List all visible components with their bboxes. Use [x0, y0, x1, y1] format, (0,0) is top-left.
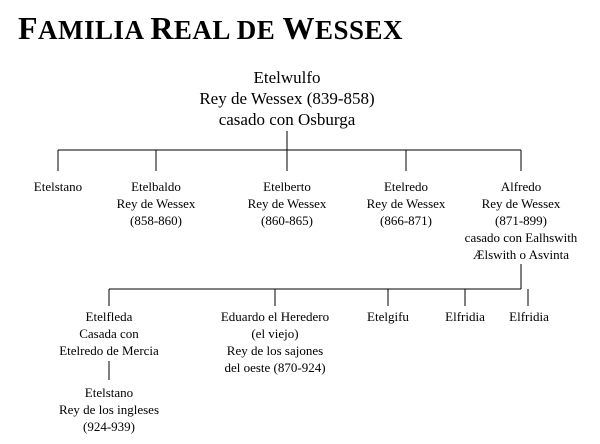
child-spouse: casado con Ealhswith: [464, 230, 578, 245]
child-title: Rey de Wessex: [366, 196, 446, 211]
child-name: Etelstano: [33, 179, 83, 194]
child-reign: (871-899): [495, 213, 547, 228]
grandchild-name: Etelfleda: [85, 309, 133, 324]
node-etelbaldo: Etelbaldo Rey de Wessex (858-860): [96, 178, 216, 229]
root-spouse: casado con Osburga: [218, 110, 356, 129]
child-name: Etelredo: [383, 179, 429, 194]
node-etelberto: Etelberto Rey de Wessex (860-865): [227, 178, 347, 229]
grandchild-name: Elfridia: [509, 309, 549, 324]
great-grandchild-reign: (924-939): [83, 419, 135, 434]
grandchild-line: Casada con: [79, 326, 139, 341]
node-elfridia-1: Elfridia: [430, 308, 500, 325]
child-title: Rey de Wessex: [116, 196, 196, 211]
node-etelgifu: Etelgifu: [348, 308, 428, 325]
node-alfredo: Alfredo Rey de Wessex (871-899) casado c…: [456, 178, 586, 263]
child-title: Rey de Wessex: [481, 196, 561, 211]
node-etelstano-child: Etelstano: [8, 178, 108, 195]
root-title: Rey de Wessex (839-858): [199, 89, 375, 108]
child-title: Rey de Wessex: [247, 196, 327, 211]
child-name: Etelberto: [263, 179, 311, 194]
title-initial-w: W: [282, 10, 315, 46]
title-text-real-de: EAL DE: [173, 15, 283, 45]
title-text-wessex: ESSEX: [314, 15, 404, 45]
grandchild-reign: del oeste (870-924): [224, 360, 326, 375]
child-name: Etelbaldo: [131, 179, 181, 194]
grandchild-name: Eduardo el Heredero: [220, 309, 330, 324]
title-text-familia: AMILIA: [38, 15, 151, 45]
node-elfridia-2: Elfridia: [494, 308, 564, 325]
grandchild-title: Rey de los sajones: [226, 343, 324, 358]
node-eduardo: Eduardo el Heredero (el viejo) Rey de lo…: [200, 308, 350, 376]
child-name: Alfredo: [500, 179, 542, 194]
grandchild-name: Elfridia: [445, 309, 485, 324]
node-etelwulfo: Etelwulfo Rey de Wessex (839-858) casado…: [167, 67, 407, 130]
great-grandchild-title: Rey de los ingleses: [58, 402, 159, 417]
great-grandchild-name: Etelstano: [84, 385, 134, 400]
grandchild-spouse: Etelredo de Mercia: [59, 343, 159, 358]
grandchild-epithet: (el viejo): [251, 326, 299, 341]
title-initial-r: R: [150, 10, 174, 46]
child-reign: (858-860): [130, 213, 182, 228]
node-etelfleda: Etelfleda Casada con Etelredo de Mercia: [44, 308, 174, 359]
node-etelstano-grandson: Etelstano Rey de los ingleses (924-939): [44, 384, 174, 435]
child-reign: (866-871): [380, 213, 432, 228]
title-initial-f: F: [18, 10, 39, 46]
child-spouse-alias: Ælswith o Asvinta: [472, 247, 570, 262]
node-etelredo: Etelredo Rey de Wessex (866-871): [346, 178, 466, 229]
page-title: FAMILIA REAL DE WESSEX: [18, 10, 403, 47]
root-name: Etelwulfo: [253, 68, 321, 87]
child-reign: (860-865): [261, 213, 313, 228]
grandchild-name: Etelgifu: [367, 309, 409, 324]
